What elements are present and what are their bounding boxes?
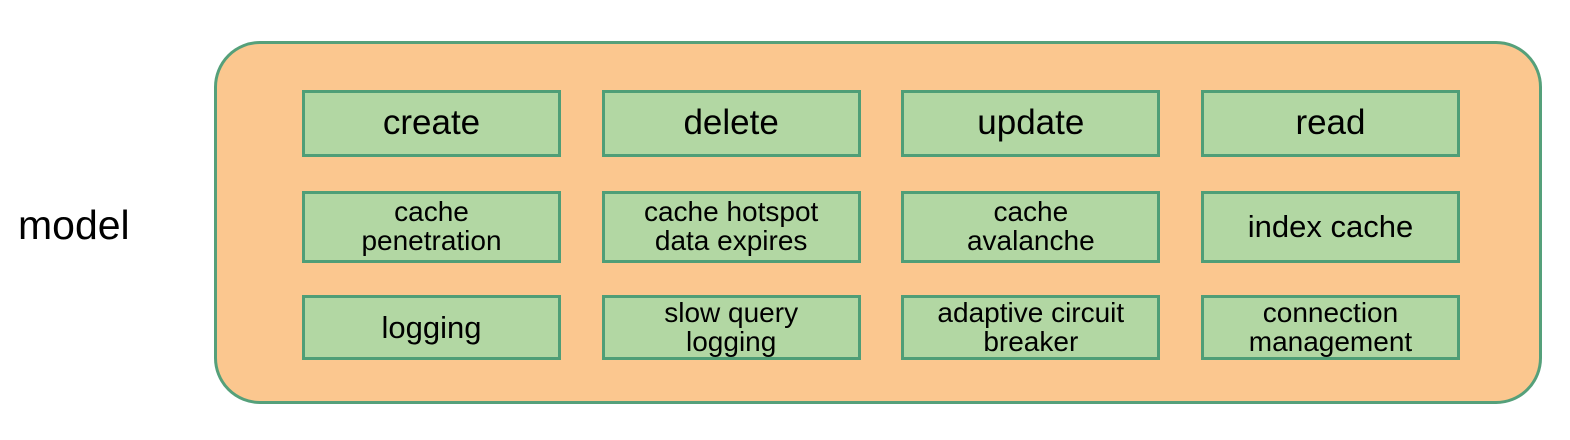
- feature-box-adaptive-circuit-breaker[interactable]: adaptive circuit breaker: [901, 295, 1161, 360]
- model-container: create delete update read cache penetrat…: [214, 41, 1542, 404]
- feature-box-read[interactable]: read: [1200, 90, 1460, 157]
- feature-box-delete[interactable]: delete: [601, 90, 861, 157]
- feature-row-reliability-concerns: logging slow query logging adaptive circ…: [302, 295, 1460, 360]
- feature-box-cache-penetration[interactable]: cache penetration: [302, 191, 561, 263]
- feature-box-slow-query-logging[interactable]: slow query logging: [601, 295, 861, 360]
- feature-box-update[interactable]: update: [901, 90, 1161, 157]
- model-label: model: [18, 202, 130, 248]
- feature-box-connection-management[interactable]: connection management: [1200, 295, 1460, 360]
- feature-row-operations: create delete update read: [302, 90, 1460, 157]
- feature-row-cache-concerns: cache penetration cache hotspot data exp…: [302, 191, 1460, 263]
- feature-box-cache-avalanche[interactable]: cache avalanche: [901, 191, 1161, 263]
- feature-box-index-cache[interactable]: index cache: [1200, 191, 1460, 263]
- feature-grid: create delete update read cache penetrat…: [302, 90, 1460, 360]
- feature-box-create[interactable]: create: [302, 90, 561, 157]
- feature-box-cache-hotspot-data-expires[interactable]: cache hotspot data expires: [601, 191, 861, 263]
- feature-box-logging[interactable]: logging: [302, 295, 561, 360]
